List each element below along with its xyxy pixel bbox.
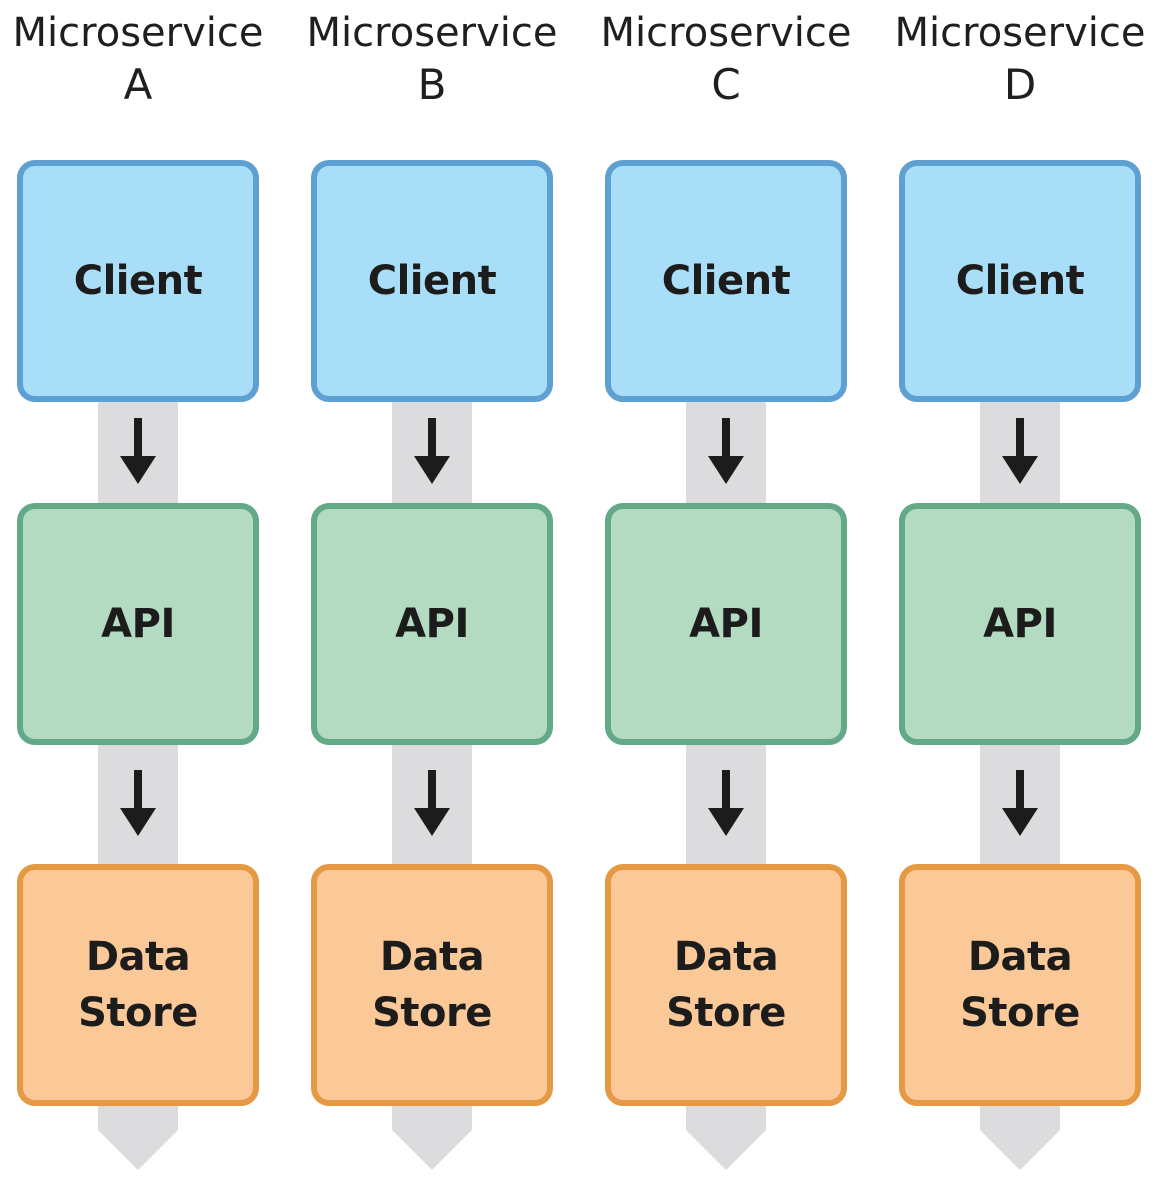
api-label: API [101,601,175,647]
api-label: API [689,601,763,647]
client-box: Client [17,160,259,402]
microservice-letter: A [123,60,153,109]
microservice-column-c: Microservice C Client API Data Store [601,0,851,1185]
client-label: Client [955,258,1085,304]
data-store-label-line1: Data [673,934,779,980]
data-store-label-line1: Data [967,934,1073,980]
microservice-column-d: Microservice D Client API Data Store [895,0,1145,1185]
data-store-label-line1: Data [379,934,485,980]
data-store-label: Data Store [372,929,492,1041]
data-store-label-line2: Store [78,990,198,1036]
microservice-heading: Microservice D [869,8,1171,112]
api-label: API [983,601,1057,647]
down-arrow-icon [414,770,450,836]
data-store-label: Data Store [666,929,786,1041]
data-store-label-line2: Store [372,990,492,1036]
microservice-title: Microservice [306,10,558,56]
data-store-label-line1: Data [85,934,191,980]
down-arrow-icon [414,418,450,484]
data-store-label: Data Store [960,929,1080,1041]
api-box: API [605,503,847,745]
microservice-letter: D [1003,60,1037,109]
microservice-title: Microservice [600,10,852,56]
api-label: API [395,601,469,647]
api-box: API [17,503,259,745]
microservice-column-a: Microservice A Client API Data Store [13,0,263,1185]
down-arrow-icon [120,770,156,836]
data-store-label-line2: Store [960,990,1080,1036]
data-store-box: Data Store [899,864,1141,1106]
data-store-box: Data Store [605,864,847,1106]
microservice-letter: C [711,60,741,109]
microservice-title: Microservice [12,10,264,56]
down-arrow-icon [1002,770,1038,836]
data-store-box: Data Store [17,864,259,1106]
client-label: Client [73,258,203,304]
microservice-heading: Microservice B [281,8,583,112]
down-arrow-icon [120,418,156,484]
down-arrow-icon [708,418,744,484]
client-label: Client [661,258,791,304]
down-arrow-icon [1002,418,1038,484]
microservice-title: Microservice [894,10,1146,56]
client-label: Client [367,258,497,304]
client-box: Client [311,160,553,402]
down-arrow-icon [708,770,744,836]
microservice-column-b: Microservice B Client API Data Store [307,0,557,1185]
client-box: Client [899,160,1141,402]
client-box: Client [605,160,847,402]
microservice-heading: Microservice C [575,8,877,112]
microservice-heading: Microservice A [0,8,289,112]
api-box: API [311,503,553,745]
microservice-letter: B [417,60,447,109]
data-store-box: Data Store [311,864,553,1106]
data-store-label: Data Store [78,929,198,1041]
api-box: API [899,503,1141,745]
data-store-label-line2: Store [666,990,786,1036]
